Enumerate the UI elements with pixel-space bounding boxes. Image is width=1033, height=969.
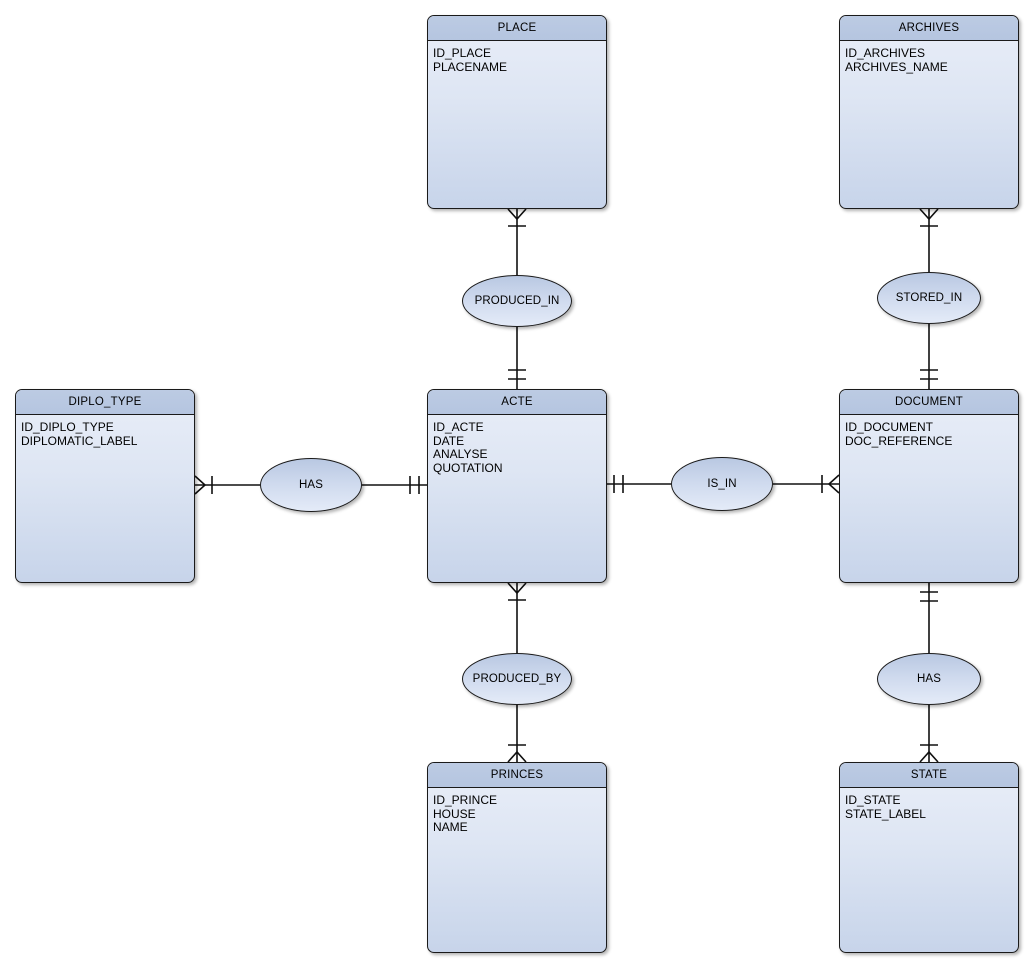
relationship-has-state[interactable]: HAS — [877, 653, 981, 705]
relationship-stored-in-label: STORED_IN — [895, 292, 963, 304]
attribute: QUOTATION — [433, 460, 503, 475]
entity-document-title: DOCUMENT — [840, 390, 1018, 415]
crowsfoot-diplo_type-has — [194, 475, 207, 495]
attribute: ARCHIVES_NAME — [845, 59, 948, 74]
attribute: ID_PLACE — [433, 46, 492, 60]
crowsfoot-archives-stored_in — [919, 208, 939, 221]
relationship-is-in[interactable]: IS_IN — [671, 457, 773, 511]
entity-archives-title: ARCHIVES — [840, 16, 1018, 41]
entity-place-attributes: ID_PLACE PLACENAME — [428, 41, 606, 74]
entity-diplo-type-title: DIPLO_TYPE — [16, 390, 194, 415]
entity-state-title: STATE — [840, 763, 1018, 788]
entity-state[interactable]: STATE ID_STATE STATE_LABEL — [839, 762, 1019, 953]
entity-place-title: PLACE — [428, 16, 606, 41]
crowsfoot-document-is_in — [827, 474, 840, 494]
crowsfoot-princes-produced_by — [507, 750, 527, 763]
entity-princes-title: PRINCES — [428, 763, 606, 788]
attribute: HOUSE — [433, 806, 476, 821]
relationship-has-diplo-type-label: HAS — [299, 479, 323, 491]
entity-princes-attributes: ID_PRINCE HOUSE NAME — [428, 788, 606, 835]
entity-princes[interactable]: PRINCES ID_PRINCE HOUSE NAME — [427, 762, 607, 953]
entity-diplo-type-attributes: ID_DIPLO_TYPE DIPLOMATIC_LABEL — [16, 415, 194, 448]
relationship-produced-in[interactable]: PRODUCED_IN — [462, 275, 572, 327]
attribute: DOC_REFERENCE — [845, 433, 953, 448]
relationship-is-in-label: IS_IN — [707, 478, 737, 490]
entity-acte-title: ACTE — [428, 390, 606, 415]
crowsfoot-place-produced_in — [507, 208, 527, 221]
entity-acte-attributes: ID_ACTE DATE ANALYSE QUOTATION — [428, 415, 606, 475]
attribute: ID_STATE — [845, 793, 901, 807]
attribute: PLACENAME — [433, 59, 508, 74]
attribute: ID_ARCHIVES — [845, 46, 926, 60]
attribute: ID_DIPLO_TYPE — [21, 420, 114, 434]
entity-state-attributes: ID_STATE STATE_LABEL — [840, 788, 1018, 821]
attribute: ANALYSE — [433, 447, 488, 462]
entity-archives-attributes: ID_ARCHIVES ARCHIVES_NAME — [840, 41, 1018, 74]
entity-place[interactable]: PLACE ID_PLACE PLACENAME — [427, 15, 607, 209]
entity-acte[interactable]: ACTE ID_ACTE DATE ANALYSE QUOTATION — [427, 389, 607, 583]
attribute: ID_DOCUMENT — [845, 420, 934, 434]
attribute: ID_PRINCE — [433, 793, 498, 807]
attribute: DIPLOMATIC_LABEL — [21, 433, 138, 448]
attribute: NAME — [433, 820, 468, 835]
relationship-produced-in-label: PRODUCED_IN — [474, 295, 560, 307]
relationship-stored-in[interactable]: STORED_IN — [877, 272, 981, 324]
crowsfoot-acte-produced_by — [507, 582, 527, 595]
relationship-produced-by[interactable]: PRODUCED_BY — [462, 653, 572, 705]
entity-diplo-type[interactable]: DIPLO_TYPE ID_DIPLO_TYPE DIPLOMATIC_LABE… — [15, 389, 195, 583]
relationship-has-state-label: HAS — [917, 673, 941, 685]
crowsfoot-state-has_state — [919, 750, 939, 763]
entity-document-attributes: ID_DOCUMENT DOC_REFERENCE — [840, 415, 1018, 448]
relationship-has-diplo-type[interactable]: HAS — [260, 458, 362, 512]
entity-archives[interactable]: ARCHIVES ID_ARCHIVES ARCHIVES_NAME — [839, 15, 1019, 209]
relationship-produced-by-label: PRODUCED_BY — [472, 673, 562, 685]
attribute: ID_ACTE — [433, 420, 484, 434]
entity-document[interactable]: DOCUMENT ID_DOCUMENT DOC_REFERENCE — [839, 389, 1019, 583]
attribute: DATE — [433, 433, 465, 448]
attribute: STATE_LABEL — [845, 806, 926, 821]
